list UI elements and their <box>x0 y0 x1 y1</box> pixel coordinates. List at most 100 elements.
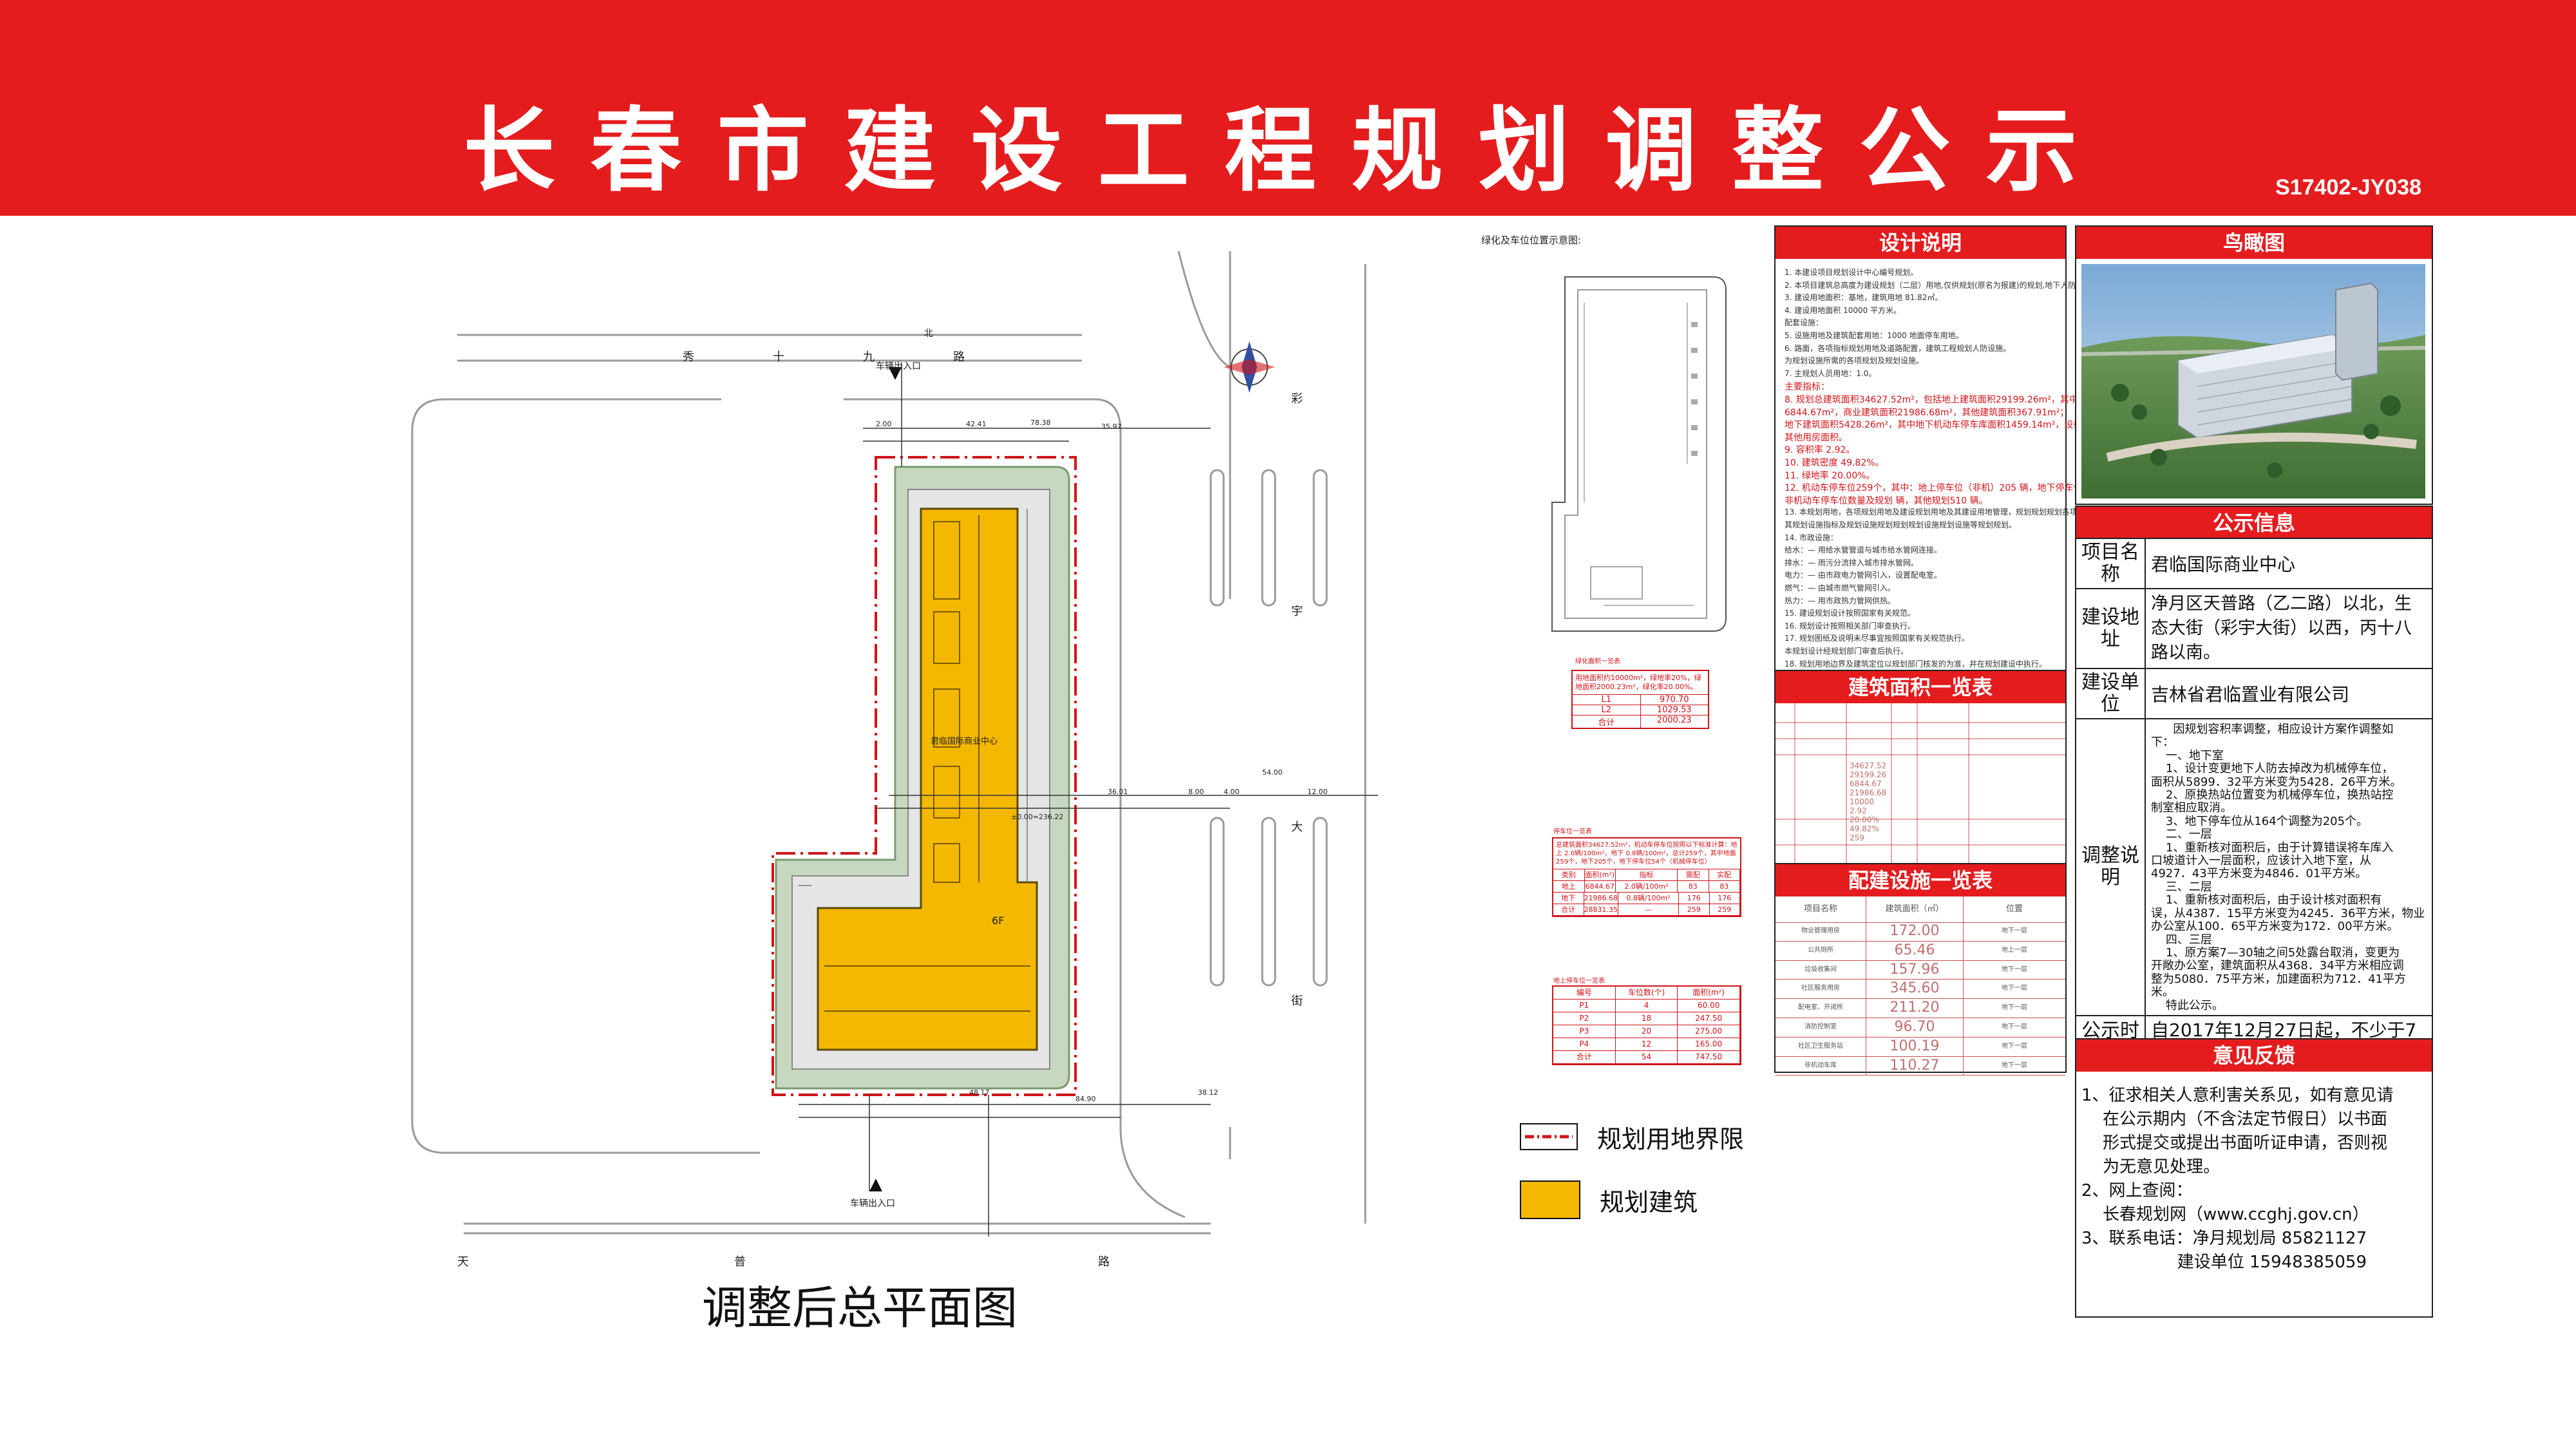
area-value: 2.92 <box>1850 806 1867 815</box>
design-line: 其他用房面积。 <box>1785 432 1848 443</box>
parking-row: 类别面积(m²)指标需配实配 <box>1553 869 1740 881</box>
facility-floor: 地下一层 <box>2002 1023 2027 1030</box>
entrance-label-top: 车辆出入口 <box>876 361 921 372</box>
design-line: 12. 机动车停车位259个，其中：地上停车位（非机）205 辆，地下停车位（机… <box>1785 483 2142 494</box>
design-line: 15. 建设规划设计按照国家有关规范。 <box>1785 609 1915 618</box>
ground-parking-title: 地上停车位一览表 <box>1553 978 1605 985</box>
north-label: 北 <box>924 328 933 339</box>
design-line: 6844.67m²，商业建筑面积21986.68m²，其他建筑面积367.91m… <box>1785 407 2069 418</box>
road-name-south: 天 <box>457 1255 469 1269</box>
facility-col-name: 项目名称 <box>1776 896 1866 922</box>
road-name-north: 路 <box>953 350 965 364</box>
feedback-panel-title: 意见反馈 <box>2076 1039 2432 1072</box>
road-name-east: 街 <box>1291 994 1303 1008</box>
area-value: 29199.26 <box>1850 770 1887 779</box>
area-value: 10000 <box>1850 797 1875 806</box>
design-line: 本规划设计经规划部门审查后执行。 <box>1785 647 1909 656</box>
facility-floor: 地下一层 <box>2002 927 2027 934</box>
adjust-line: 4927．43平方米变为4846．01平方米。 <box>2151 867 2367 881</box>
facility-floor: 地下一层 <box>2002 965 2027 973</box>
design-line: 1. 本建设项目规划设计中心编号规划。 <box>1785 268 1918 277</box>
area-table-grid <box>1776 703 2065 864</box>
road-west-outline <box>411 398 721 1121</box>
design-line: 6. 路面，各项指标规划用地及道路配置，建筑工程规划人防设施。 <box>1785 343 2011 353</box>
facility-area: 96.70 <box>1866 1018 1964 1037</box>
road-east-inner <box>844 398 1122 1127</box>
road-name-east: 彩 <box>1291 392 1303 406</box>
facility-floor: 地下一层 <box>2002 1004 2027 1012</box>
ground-parking-cell: 247.50 <box>1678 1012 1741 1025</box>
aerial-rendering-image <box>2081 264 2425 498</box>
facility-floor: 地下一层 <box>2002 1061 2027 1069</box>
facility-area: 157.96 <box>1866 960 1964 980</box>
facility-name: 消防控制室 <box>1776 1018 1866 1037</box>
ground-parking-cell: 4 <box>1616 1000 1678 1012</box>
lane-divider <box>1261 817 1276 987</box>
design-line: 地下建筑面积5428.26m²，其中地下机动车停车库面积1459.14m²，设备… <box>1785 420 2172 431</box>
facility-floor: 地下一层 <box>2002 1042 2027 1050</box>
facility-floor: 地下一层 <box>2002 985 2027 992</box>
green-table-cell: L1 <box>1573 695 1641 705</box>
design-panel-title: 设计说明 <box>1776 227 2065 259</box>
ground-parking-cell: 18 <box>1616 1012 1678 1025</box>
adjust-text: 因规划容积率调整，相应设计方案作调整如下： 一、地下室 1、设计变更地下人防去掉… <box>2145 718 2433 1016</box>
design-line: 给水：— 用给水管管道与城市给水管网连接。 <box>1785 545 1942 555</box>
facility-area: 65.46 <box>1866 941 1964 960</box>
adjust-line: 一、地下室 <box>2151 748 2224 763</box>
green-table-header: 用地面积约10000m²，绿地率20%，绿地面积2000.23m²，绿化率20.… <box>1573 671 1708 695</box>
design-line: 11. 绿地率 20.00%。 <box>1785 470 1875 481</box>
ground-parking-cell: 60.00 <box>1678 1000 1741 1012</box>
dim-label: 4.00 <box>1224 788 1240 796</box>
ground-parking-cell: 20 <box>1616 1025 1678 1038</box>
adjust-line: 制室相应取消。 <box>2151 801 2232 815</box>
notice-panel-title: 公示信息 <box>2076 507 2432 539</box>
design-line: 18. 规划用地边界及建筑定位以规划部门核发的为准，并在规划建设中执行。 <box>1785 659 2047 668</box>
notice-info-table: 项目名称 君临国际商业中心 建设地址 净月区天普路（乙二路）以北，生态大街（彩宇… <box>2075 538 2433 1069</box>
parking-cell: 83 <box>1709 881 1740 892</box>
road-curve-ne <box>1177 251 1231 368</box>
design-line: 其规划设施指标及规划设施规划规划规划设施规划设施等规划规划。 <box>1785 520 2017 529</box>
road-name-east: 大 <box>1291 820 1303 834</box>
inset-title: 绿化及车位位置示意图: <box>1481 234 1582 246</box>
plan-caption: 调整后总平面图 <box>702 1282 1018 1334</box>
feedback-line: 2、网上查阅： <box>2081 1181 2193 1200</box>
facility-floor: 地上一层 <box>2002 946 2027 954</box>
parking-cell: 指标 <box>1616 869 1678 880</box>
parking-cell: 21986.68 <box>1584 893 1618 904</box>
parking-table-title: 停车位一览表 <box>1553 828 1592 835</box>
area-value: 20.00% <box>1850 815 1879 824</box>
dim-label: 12.00 <box>1307 788 1328 796</box>
lane-divider <box>1209 469 1225 607</box>
adjust-line: 误，从4387．15平方米变为4245．36平方米，物业 <box>2151 906 2425 920</box>
ground-parking-cell: 面积(m²) <box>1678 987 1741 999</box>
ground-parking-cell: P2 <box>1553 1012 1616 1025</box>
facility-area: 172.00 <box>1866 922 1964 941</box>
design-line: 17. 规划图纸及说明未尽事宜按照国家有关规范执行。 <box>1785 634 1969 643</box>
adjust-line: 二、一层 <box>2151 828 2212 842</box>
design-line: 14. 市政设施： <box>1785 533 1838 542</box>
design-line: 排水：— 雨污分流排入城市排水管网。 <box>1785 558 1918 567</box>
design-line: 配套设施： <box>1785 318 1824 328</box>
design-line: 2. 本项目建筑总高度为建设规划（二层）用地,仅供规划(原名为报建)的规划,地下… <box>1785 280 2099 290</box>
adjust-line: 整为5080．75平方米，加建面积为712．41平方 <box>2151 972 2406 986</box>
parking-cell: 地下 <box>1553 893 1584 904</box>
design-line: 为规划设施所需的各项规划及规划设施。 <box>1785 356 1924 366</box>
adjust-line: 面积从5899．32平方米变为5428．26平方米。 <box>2151 775 2402 789</box>
adjust-label: 调整说明 <box>2075 718 2146 1016</box>
facility-col-area: 建筑面积（㎡） <box>1866 896 1964 922</box>
green-table-cell: 1029.53 <box>1656 705 1692 715</box>
road-name-north: 十 <box>773 350 784 364</box>
feedback-line: 为无意见处理。 <box>2081 1157 2221 1177</box>
parking-cell: 28831.35 <box>1584 904 1618 915</box>
road-south-curve <box>411 1120 760 1154</box>
feedback-line: 在公示期内（不含法定节假日）以书面 <box>2081 1110 2388 1129</box>
green-table-cell: 2000.23 <box>1656 716 1692 725</box>
entrance-arrow-icon <box>889 367 902 380</box>
green-area-table: 绿化面积一览表 用地面积约10000m²，绿地率20%，绿地面积2000.23m… <box>1571 658 1709 729</box>
area-table-title: 建筑面积一览表 <box>1776 671 2065 703</box>
